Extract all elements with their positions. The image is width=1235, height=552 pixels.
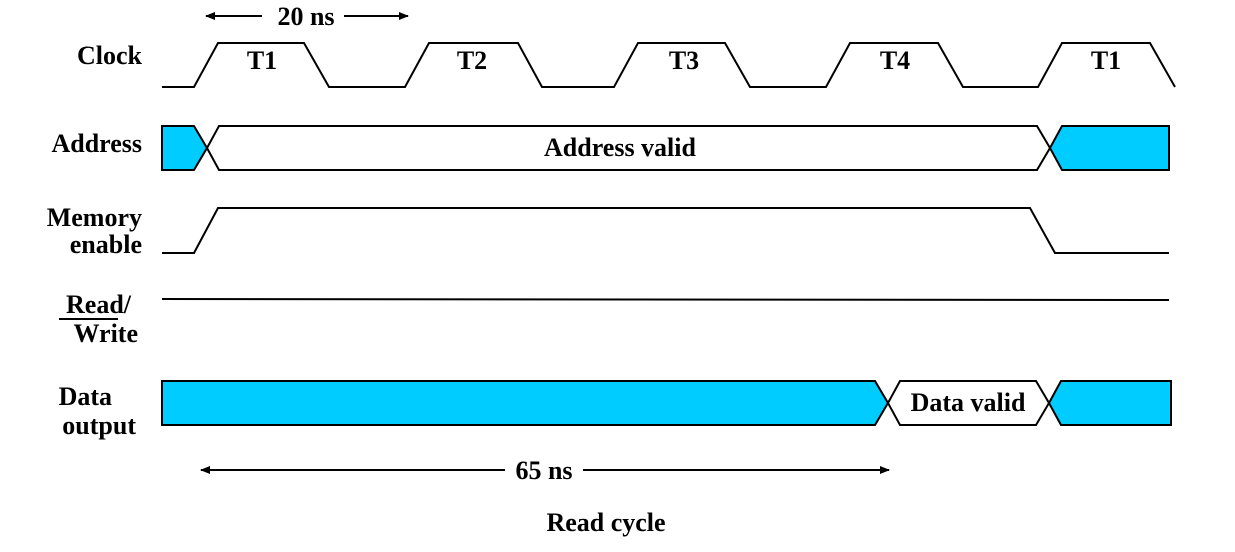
clock-period-label: 20 ns [277, 2, 334, 31]
clock-phase-3: T3 [669, 46, 699, 75]
clock-phase-5: T1 [1091, 46, 1121, 75]
clock-phase-1: T1 [247, 46, 277, 75]
address-valid-label: Address valid [544, 133, 696, 162]
address-invalid-start [161, 125, 209, 171]
clock-period-dimension: 20 ns [205, 2, 409, 31]
data-invalid-start [161, 380, 890, 426]
data-valid-label: Data valid [911, 388, 1026, 417]
clock-phase-4: T4 [880, 46, 910, 75]
address-invalid-end [1048, 125, 1170, 171]
read-write-waveform [161, 298, 1170, 301]
signal-label-output: output [62, 411, 136, 440]
signal-label-clock: Clock [77, 41, 143, 70]
signal-label-memory: Memory [47, 203, 142, 232]
clock-phase-2: T2 [457, 46, 487, 75]
signal-label-enable: enable [70, 230, 142, 259]
access-time-dimension: 65 ns [200, 456, 890, 485]
data-invalid-end [1047, 380, 1172, 426]
access-time-label: 65 ns [515, 456, 572, 485]
signal-label-data: Data [59, 382, 112, 411]
diagram-caption: Read cycle [546, 508, 665, 537]
signal-label-read: Read/ [66, 290, 132, 319]
signal-label-address: Address [51, 129, 142, 158]
clock-waveform [162, 42, 1176, 88]
memory-enable-waveform [162, 207, 1169, 254]
signal-label-write: Write [74, 319, 139, 348]
